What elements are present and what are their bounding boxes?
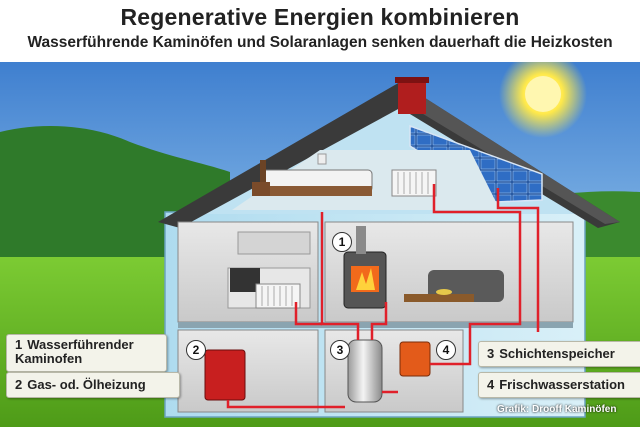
coffee-table [404, 294, 474, 302]
nightstand [252, 182, 270, 196]
bed-headboard [260, 160, 266, 196]
bed-frame [262, 186, 372, 196]
gas-boiler [204, 349, 246, 401]
attic-radiator [391, 169, 437, 197]
label-gas-heating-text: Gas- od. Ölheizung [27, 377, 146, 392]
chimney-cap [395, 77, 429, 83]
chimney [398, 80, 426, 114]
header: Regenerative Energien kombinieren Wasser… [0, 0, 640, 62]
stove-flue [356, 226, 366, 254]
attic-radiator-fins [397, 172, 429, 194]
flame [356, 268, 375, 290]
stove [230, 268, 260, 292]
fresh-water-station [399, 341, 431, 377]
heating-pipes [226, 184, 540, 409]
sun-core [525, 76, 561, 112]
label-gas-heating: 2 Gas- od. Ölheizung [6, 372, 180, 398]
buffer-tank [347, 339, 383, 403]
subtitle: Wasserführende Kaminöfen und Solaranlage… [27, 34, 613, 51]
badge-4: 4 [436, 340, 456, 360]
label-fresh-water-text: Frischwasserstation [499, 377, 625, 392]
kitchen-radiator-fins [261, 286, 293, 306]
label-buffer-tank-text: Schichtenspeicher [499, 346, 615, 361]
label-fresh-water-number: 4 [487, 377, 495, 392]
label-fresh-water: 4 Frischwasserstation [478, 372, 640, 398]
bowl [436, 289, 452, 295]
roof [158, 82, 620, 228]
credit: Grafik: Drooff Kaminöfen [497, 404, 617, 415]
roof-edge [400, 82, 620, 224]
label-buffer-tank: 3 Schichtenspeicher [478, 341, 640, 367]
label-buffer-tank-number: 3 [487, 346, 495, 361]
badge-2: 2 [186, 340, 206, 360]
lamp [317, 153, 327, 165]
label-fireplace-number: 1 [15, 337, 23, 352]
label-gas-heating-number: 2 [15, 377, 23, 392]
kitchen-radiator [255, 283, 301, 309]
badge-3: 3 [330, 340, 350, 360]
label-fireplace-text: Wasserführender Kaminofen [15, 337, 134, 366]
badge-1: 1 [332, 232, 352, 252]
title: Regenerative Energien kombinieren [120, 4, 520, 30]
upper-cabinets [237, 231, 311, 255]
